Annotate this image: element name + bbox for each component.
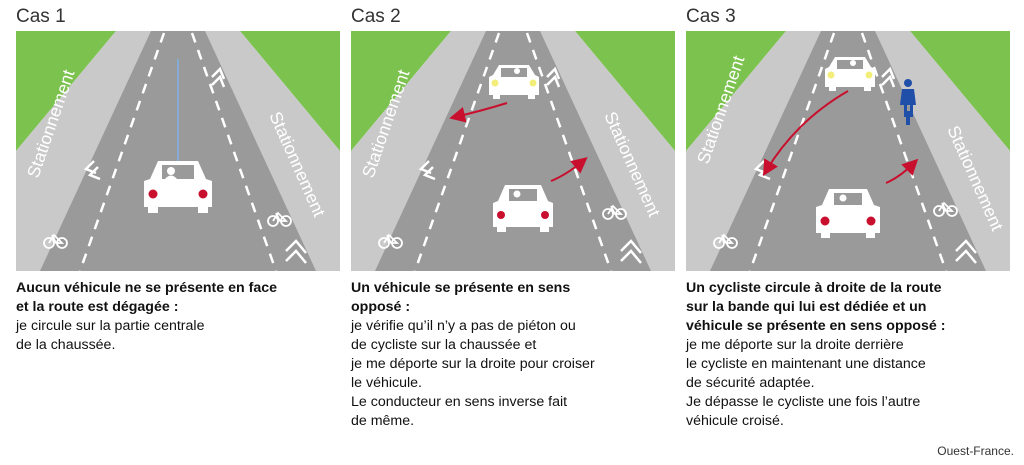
caption-line: de même. [351, 413, 415, 429]
car-front-icon [489, 65, 539, 99]
bicycle-icon [43, 233, 68, 249]
caption-bold-line: sur la bande qui lui est dédiée et un [686, 299, 927, 315]
road-scene: Stationnement Stationnement [686, 31, 1010, 271]
cyclist-icon [900, 79, 916, 125]
lane-line-left [78, 32, 166, 271]
chevron-icon [418, 160, 436, 181]
caption-line: Le conducteur en sens inverse fait [351, 394, 568, 410]
caption-line: de cycliste sur la chaussée et [351, 337, 537, 353]
curved-arrow-icon [550, 157, 588, 182]
caption-line: de sécurité adaptée. [686, 375, 815, 391]
caption-bold-line: opposé : [351, 299, 411, 315]
bicycle-icon [713, 233, 738, 249]
car-rear-icon [816, 189, 880, 238]
caption-line: je me déporte sur la droite derrière [686, 337, 904, 353]
curved-arrow-icon [762, 90, 849, 177]
bicycle-icon [378, 233, 403, 249]
caption: Aucun véhicule ne se présente en face et… [16, 279, 340, 355]
caption: Un véhicule se présente en sens opposé :… [351, 279, 675, 431]
caption-bold-line: et la route est dégagée : [16, 299, 179, 315]
source-credit: Ouest-France. [937, 444, 1014, 458]
bicycle-icon [602, 204, 627, 220]
caption-bold-line: Aucun véhicule ne se présente en face [16, 280, 277, 296]
road-scene: Stationnement Stationnement [16, 31, 340, 271]
chevron-icon [211, 66, 226, 88]
chevron-icon [285, 239, 307, 264]
road-scene: Stationnement Stationnement [351, 31, 675, 271]
panel-cas-2: Cas 2 Stationnement Stationnement [351, 0, 675, 465]
panel-cas-1: Cas 1 Stationnement Stationnement [16, 0, 340, 465]
caption-line: le cycliste en maintenant une distance [686, 356, 926, 372]
caption-line: je circule sur la partie centrale [16, 318, 205, 334]
car-rear-icon [144, 161, 212, 213]
caption-bold-line: véhicule se présente en sens opposé : [686, 318, 946, 334]
caption-line: le véhicule. [351, 375, 422, 391]
panel-cas-3: Cas 3 Stationnement Stationnement [686, 0, 1010, 465]
case-title: Cas 1 [16, 6, 66, 27]
case-title: Cas 2 [351, 6, 401, 27]
caption-line: je vérifie qu’il n’y a pas de piéton ou [351, 318, 576, 334]
caption: Un cycliste circule à droite de la route… [686, 279, 1010, 431]
caption-line: je me déporte sur la droite pour croiser [351, 356, 595, 372]
curved-arrow-icon [885, 158, 919, 184]
bicycle-icon [933, 201, 958, 217]
chevron-icon [881, 66, 896, 88]
chevron-icon [83, 160, 101, 181]
car-front-icon [825, 57, 875, 91]
car-rear-icon [493, 185, 553, 232]
caption-line: de la chaussée. [16, 337, 116, 353]
caption-line: Je dépasse le cycliste une fois l’autre [686, 394, 921, 410]
caption-bold-line: Un véhicule se présente en sens [351, 280, 571, 296]
chevron-icon [620, 239, 642, 264]
case-title: Cas 3 [686, 6, 736, 27]
bicycle-icon [267, 211, 292, 227]
caption-bold-line: Un cycliste circule à droite de la route [686, 280, 942, 296]
curved-arrow-icon [449, 102, 508, 123]
chevron-icon [955, 239, 977, 264]
lane-line-right [190, 32, 278, 271]
caption-line: véhicule croisé. [686, 413, 784, 429]
chevron-icon [546, 66, 561, 88]
